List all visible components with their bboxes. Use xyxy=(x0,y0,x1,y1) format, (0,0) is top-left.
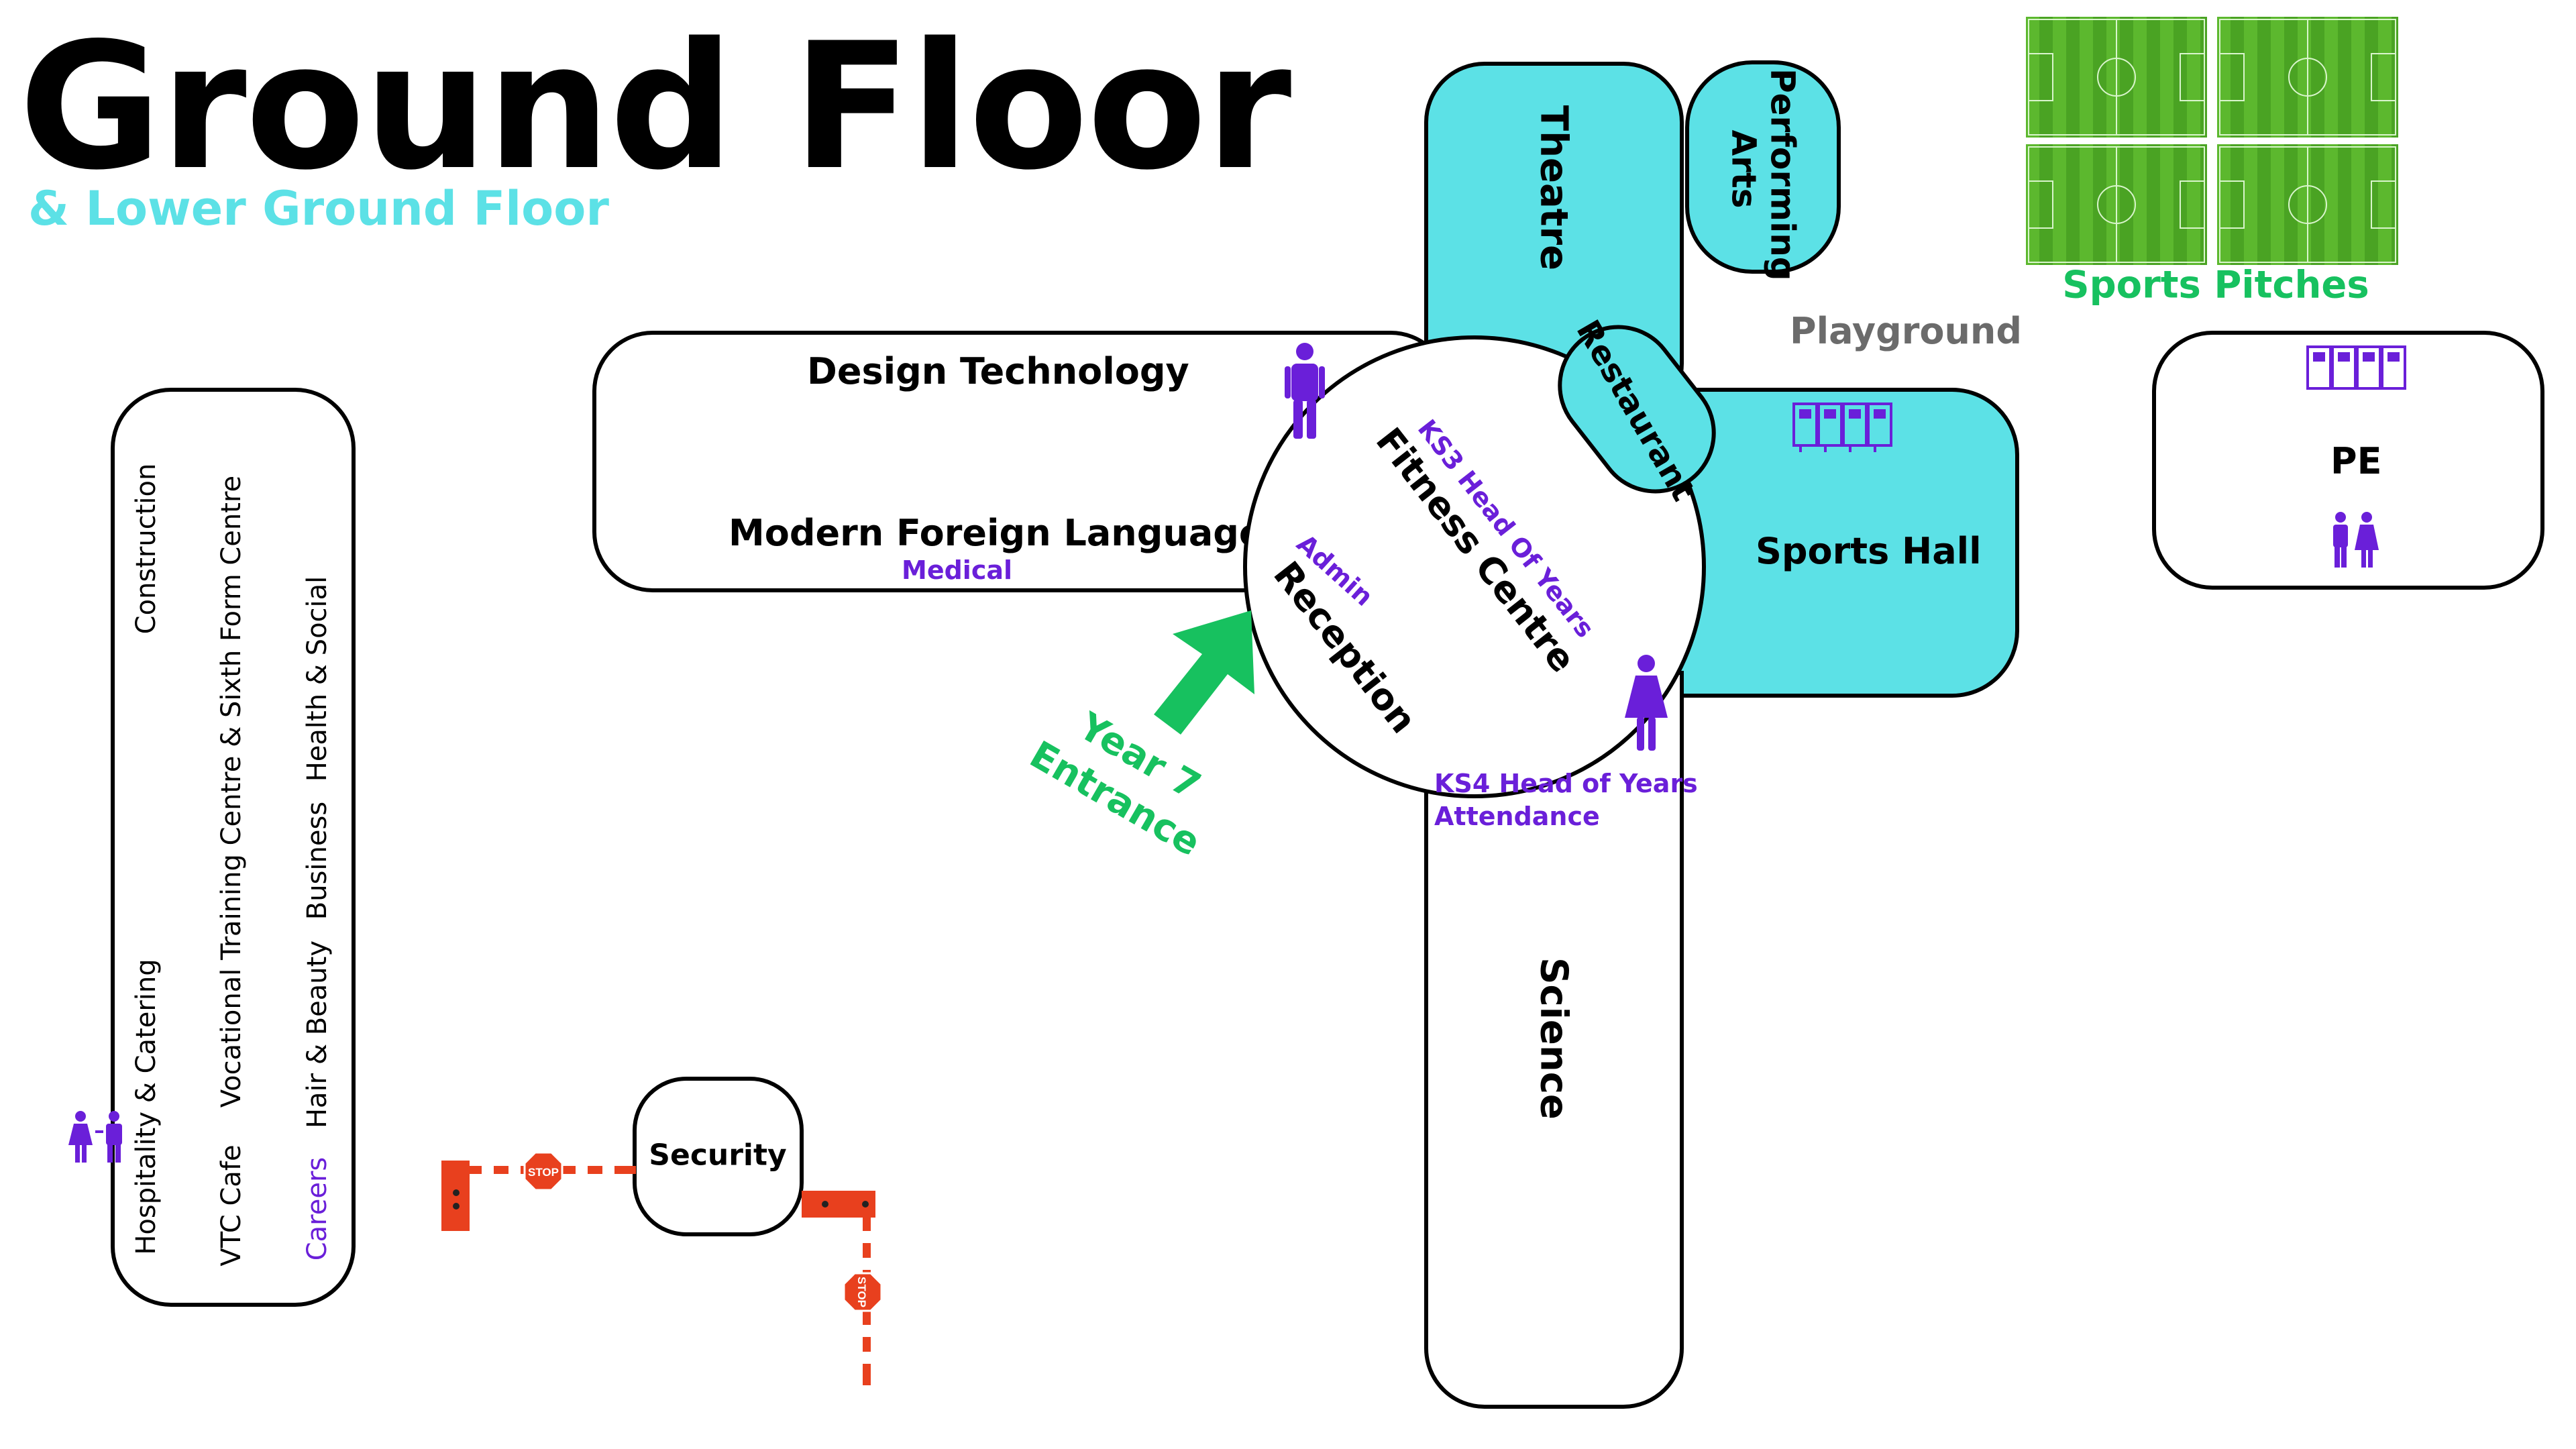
security-label: Security xyxy=(649,1138,787,1173)
female-person-icon xyxy=(1625,655,1668,751)
performing-arts-label: Performing Arts xyxy=(1725,68,1803,281)
theatre-label: Theatre xyxy=(1532,105,1576,271)
vtc-building[interactable] xyxy=(111,388,356,1307)
ks4-head-of-years-label: KS4 Head of Years xyxy=(1434,769,1698,798)
pe-building[interactable] xyxy=(2152,331,2544,590)
pe-label: PE xyxy=(2330,440,2382,482)
toilet-icon xyxy=(2333,512,2379,568)
business-label: Business xyxy=(302,801,333,920)
security-building[interactable] xyxy=(633,1077,804,1236)
toilet-icon xyxy=(68,1111,122,1163)
science-room[interactable] xyxy=(1424,671,1684,1409)
male-person-icon xyxy=(1285,343,1325,439)
hospitality-catering-label: Hospitality & Catering xyxy=(131,959,162,1255)
sports-pitches-label: Sports Pitches xyxy=(2062,263,2369,307)
page-subtitle: & Lower Ground Floor xyxy=(28,181,609,236)
svg-text:STOP: STOP xyxy=(528,1166,559,1179)
barrier-gate-icon xyxy=(441,1161,636,1231)
vocational-training-label: Vocational Training Centre & Sixth Form … xyxy=(216,475,247,1108)
modern-foreign-languages-label: Modern Foreign Languages xyxy=(729,512,1285,554)
locker-icon xyxy=(2306,345,2406,390)
playground-label: Playground xyxy=(1790,310,2022,352)
svg-text:STOP: STOP xyxy=(855,1277,868,1307)
football-pitch-icon xyxy=(2025,16,2399,266)
vtc-cafe-label: VTC Cafe xyxy=(216,1144,247,1267)
stop-sign-icon: STOP xyxy=(843,1272,883,1312)
design-technology-label: Design Technology xyxy=(807,350,1189,392)
stop-sign-icon: STOP xyxy=(523,1151,564,1191)
performing-arts-room[interactable] xyxy=(1685,60,1841,274)
construction-label: Construction xyxy=(131,463,162,635)
sports-hall-label: Sports Hall xyxy=(1756,530,1982,572)
medical-label: Medical xyxy=(902,555,1013,585)
science-label: Science xyxy=(1532,957,1576,1120)
page-title: Ground Floor xyxy=(19,6,1291,209)
careers-label: Careers xyxy=(302,1157,333,1261)
locker-icon xyxy=(1792,402,1892,452)
entrance-arrow-icon xyxy=(1154,610,1254,735)
hair-beauty-label: Hair & Beauty xyxy=(302,940,333,1129)
attendance-label: Attendance xyxy=(1434,802,1600,831)
health-social-label: Health & Social xyxy=(302,576,333,782)
